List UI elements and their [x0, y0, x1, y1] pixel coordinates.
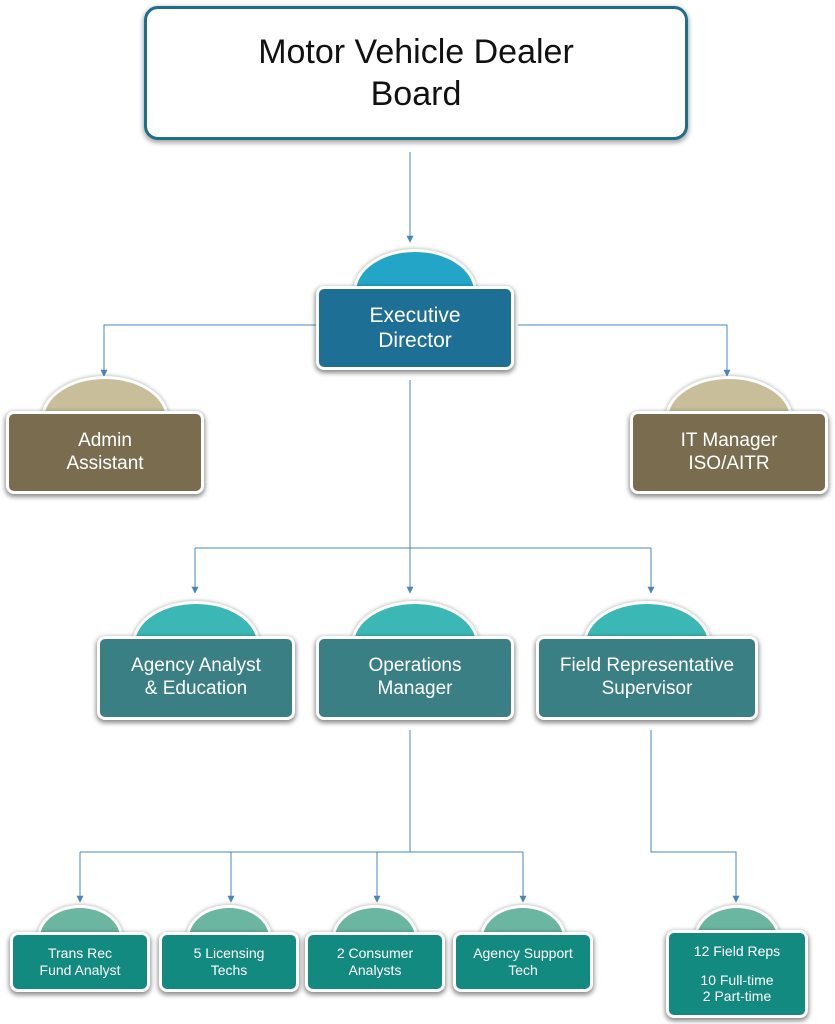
trans-rec-line1: Trans Rec — [47, 945, 113, 962]
connector-supervisor-to-field-reps — [650, 730, 740, 903]
executive-director-node: Executive Director — [316, 252, 514, 370]
admin-assistant-line2: Assistant — [66, 452, 144, 474]
agency-analyst-line2: & Education — [144, 678, 248, 699]
consumer-analysts-line2: Analysts — [348, 962, 402, 978]
licensing-techs-box: 5 Licensing Techs — [159, 932, 299, 992]
field-reps-line1: 12 Field Reps — [693, 942, 781, 959]
agency-support-line2: Tech — [508, 962, 538, 978]
consumer-analysts-box: 2 Consumer Analysts — [305, 932, 445, 992]
agency-support-line1: Agency Support — [473, 945, 573, 962]
executive-director-line1: Executive — [369, 303, 461, 327]
trans-rec-box: Trans Rec Fund Analyst — [10, 932, 150, 992]
admin-assistant-box: Admin Assistant — [6, 411, 204, 494]
trans-rec-line2: Fund Analyst — [39, 962, 121, 978]
field-rep-supervisor-line1: Field Representative — [559, 655, 735, 677]
field-reps-node: 12 Field Reps 10 Full-time 2 Part-time — [666, 908, 808, 1018]
it-manager-line1: IT Manager — [680, 429, 778, 451]
agency-analyst-box: Agency Analyst & Education — [97, 636, 295, 720]
agency-analyst-line1: Agency Analyst — [131, 655, 261, 677]
consumer-analysts-line1: 2 Consumer — [336, 945, 414, 962]
operations-manager-node: Operations Manager — [316, 604, 514, 720]
field-reps-line3: 2 Part-time — [702, 988, 772, 1005]
trans-rec-node: Trans Rec Fund Analyst — [10, 908, 150, 992]
it-manager-node: IT Manager ISO/AITR — [630, 379, 828, 494]
licensing-techs-node: 5 Licensing Techs — [159, 908, 299, 992]
it-manager-box: IT Manager ISO/AITR — [630, 411, 828, 494]
board-title-line2: Board — [370, 75, 462, 113]
operations-manager-line1: Operations — [368, 655, 462, 677]
operations-manager-line2: Manager — [377, 678, 453, 699]
agency-support-box: Agency Support Tech — [453, 932, 593, 992]
agency-analyst-node: Agency Analyst & Education — [97, 604, 295, 720]
admin-assistant-node: Admin Assistant — [6, 379, 204, 494]
connector-executive-to-admin — [100, 324, 316, 377]
board-title-line1: Motor Vehicle Dealer — [258, 32, 574, 71]
licensing-techs-line2: Techs — [210, 962, 248, 978]
field-reps-line2: 10 Full-time — [700, 971, 774, 988]
agency-support-node: Agency Support Tech — [453, 908, 593, 992]
executive-director-line2: Director — [378, 329, 452, 352]
field-reps-box: 12 Field Reps 10 Full-time 2 Part-time — [666, 930, 808, 1018]
field-rep-supervisor-box: Field Representative Supervisor — [536, 636, 758, 720]
licensing-techs-line1: 5 Licensing — [193, 945, 265, 962]
board-box: Motor Vehicle Dealer Board — [144, 6, 688, 140]
it-manager-line2: ISO/AITR — [688, 452, 770, 474]
consumer-analysts-node: 2 Consumer Analysts — [305, 908, 445, 992]
executive-director-box: Executive Director — [316, 286, 514, 370]
field-rep-supervisor-node: Field Representative Supervisor — [536, 604, 758, 720]
admin-assistant-line1: Admin — [78, 429, 132, 451]
operations-manager-box: Operations Manager — [316, 636, 514, 720]
field-rep-supervisor-line2: Supervisor — [601, 678, 693, 699]
connector-executive-to-it — [518, 324, 731, 377]
